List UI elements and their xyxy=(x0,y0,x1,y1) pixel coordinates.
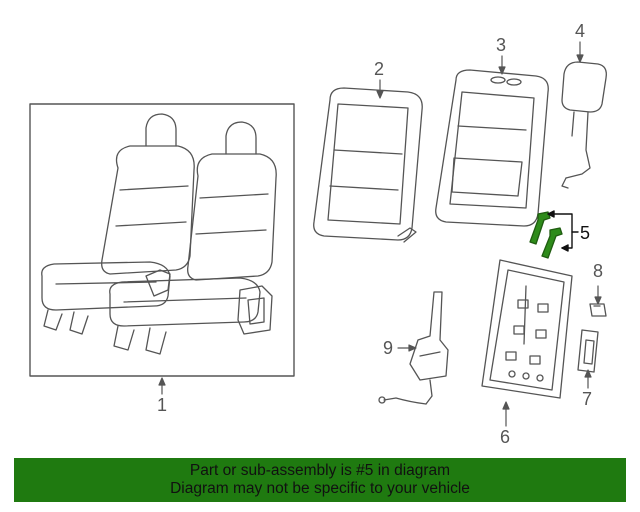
callout-3: 3 xyxy=(496,35,507,55)
callout-8: 8 xyxy=(593,261,604,281)
callout-4: 4 xyxy=(575,21,586,41)
callout-6: 6 xyxy=(500,427,511,447)
banner-line-part-number: Part or sub-assembly is #5 in diagram xyxy=(189,462,451,479)
callout-leaders xyxy=(158,41,602,427)
seatback-pad-part-3 xyxy=(435,69,549,227)
callout-1: 1 xyxy=(157,395,168,415)
bracket-part-7 xyxy=(577,329,599,373)
seatback-frame-part-6 xyxy=(481,259,573,399)
callout-5: 5 xyxy=(580,223,591,243)
callout-7: 7 xyxy=(582,389,593,409)
headrest-part-4 xyxy=(561,61,607,189)
seat-assembly-part-1 xyxy=(29,103,295,377)
seat-assembly-frame xyxy=(29,103,295,377)
vehicle-fit-banner: Part or sub-assembly is #5 in diagram Di… xyxy=(14,458,626,502)
clip-part-8 xyxy=(589,303,607,317)
latch-part-9 xyxy=(378,291,449,405)
banner-line-disclaimer: Diagram may not be specific to your vehi… xyxy=(170,480,470,497)
bolts-part-5 xyxy=(529,211,563,259)
callout-9: 9 xyxy=(383,338,394,358)
callout-2: 2 xyxy=(374,59,385,79)
seatback-cover-part-2 xyxy=(313,87,423,243)
callout-5-leader xyxy=(547,210,579,252)
